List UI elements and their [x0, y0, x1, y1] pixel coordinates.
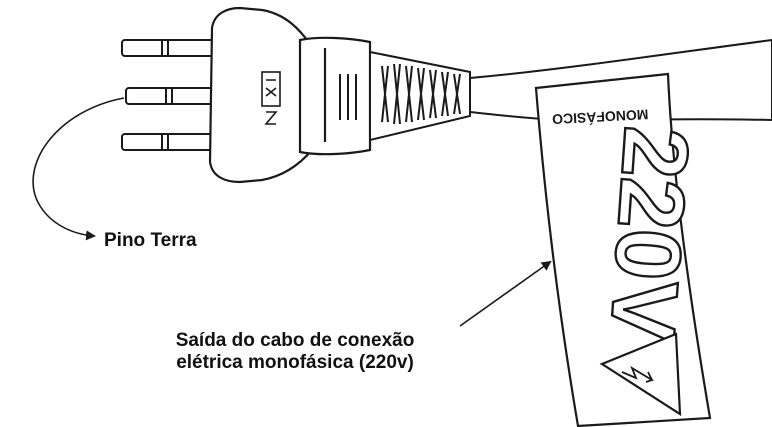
certification-mark-icon — [261, 71, 281, 125]
plug-pins — [121, 39, 219, 151]
tag-phase-text: MONOFÁSICO — [552, 106, 649, 127]
cable-output-arrow — [459, 260, 552, 327]
pin-bottom — [121, 133, 219, 151]
strain-relief — [369, 50, 471, 142]
plug-grip-ridges — [339, 74, 357, 120]
pin-top — [121, 39, 219, 57]
tag-voltage-text: 220V — [591, 123, 708, 344]
voltage-tag: MONOFÁSICO 220V — [534, 72, 712, 427]
plug-head — [208, 6, 372, 184]
cable-output-label-line1: Saída do cabo de conexão — [175, 330, 415, 351]
ground-pin — [125, 87, 219, 105]
electrical-hazard-triangle-icon — [599, 332, 682, 417]
cable-output-label: Saída do cabo de conexão elétrica monofá… — [110, 330, 480, 374]
ground-pin-label: Pino Terra — [104, 230, 197, 251]
cable-output-label-line2: elétrica monofásica (220v) — [176, 351, 414, 373]
callout-arrows — [32, 97, 552, 327]
ground-pin-arrow — [32, 97, 125, 241]
